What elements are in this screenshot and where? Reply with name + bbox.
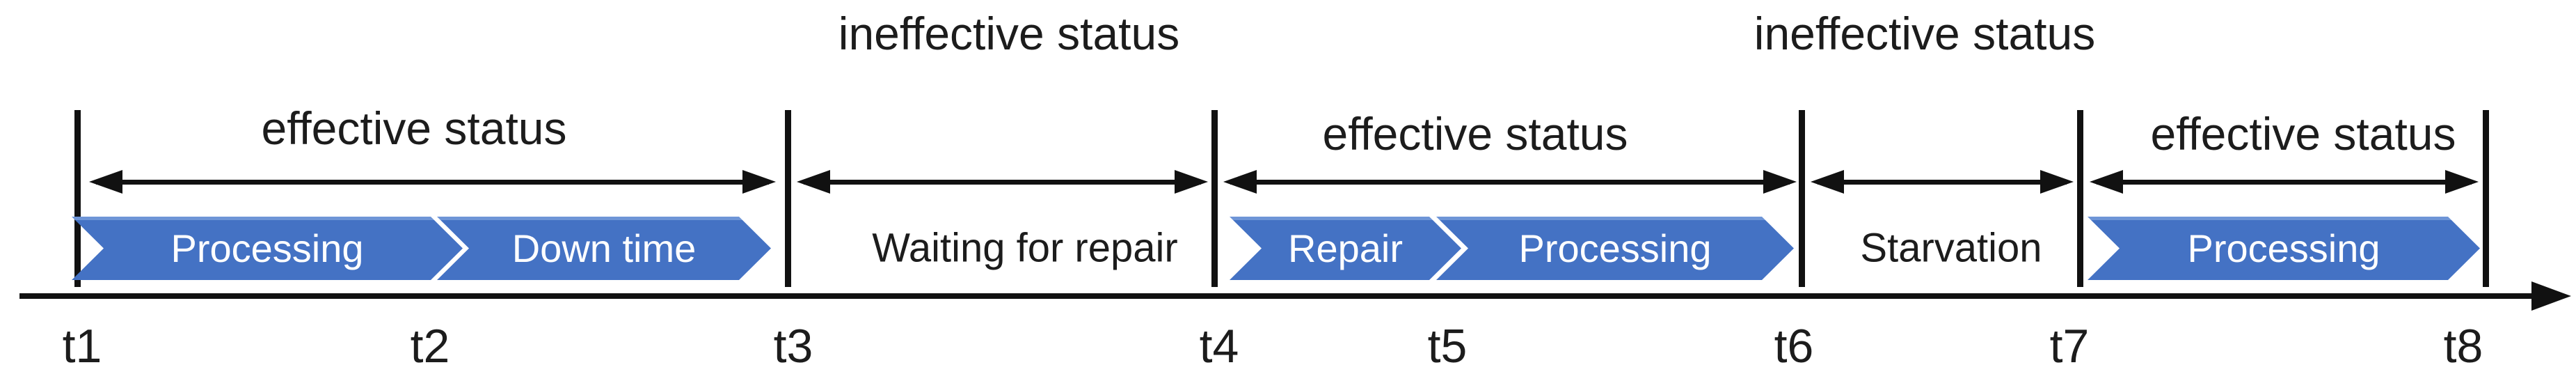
arrow-line xyxy=(96,180,769,185)
tick-t7 xyxy=(2077,110,2083,287)
time-axis-arrowhead-icon xyxy=(2531,281,2571,311)
arrowhead-right-icon xyxy=(742,170,776,194)
span-arrow-ineffective-2 xyxy=(1811,170,2074,194)
effective-status-label-3: effective status xyxy=(2150,108,2456,160)
ineffective-status-label-1: ineffective status xyxy=(838,8,1180,59)
effective-status-label-1: effective status xyxy=(261,102,567,154)
span-arrow-effective-3 xyxy=(2090,170,2479,194)
tick-label-t6: t6 xyxy=(1774,320,1814,373)
arrow-line xyxy=(1230,180,1790,185)
effective-status-label-2: effective status xyxy=(1322,108,1628,160)
arrow-line xyxy=(804,180,1201,185)
span-arrow-effective-2 xyxy=(1223,170,1797,194)
chevron-processing-2: Processing xyxy=(1436,217,1794,280)
chevron-processing-3: Processing xyxy=(2088,217,2480,280)
arrowhead-right-icon xyxy=(2445,170,2479,194)
chevron-repair: Repair xyxy=(1230,217,1461,280)
tick-t4 xyxy=(1211,110,1218,287)
tick-label-t1: t1 xyxy=(62,320,102,373)
span-arrow-ineffective-1 xyxy=(797,170,1208,194)
chevron-label: Down time xyxy=(511,226,697,270)
arrowhead-right-icon xyxy=(2040,170,2074,194)
span-arrow-effective-1 xyxy=(89,170,776,194)
arrow-line xyxy=(1818,180,2067,185)
chevron-label: Processing xyxy=(170,226,364,270)
tick-label-t2: t2 xyxy=(410,320,450,373)
chevron-processing-1: Processing xyxy=(72,217,463,280)
tick-t6 xyxy=(1799,110,1805,287)
chevron-label: Repair xyxy=(1288,226,1403,270)
gap-label-waiting-for-repair: Waiting for repair xyxy=(872,225,1178,271)
ineffective-status-label-2: ineffective status xyxy=(1754,8,2096,59)
tick-label-t4: t4 xyxy=(1199,320,1239,373)
gap-label-starvation: Starvation xyxy=(1860,225,2042,271)
tick-label-t7: t7 xyxy=(2049,320,2090,373)
arrowhead-right-icon xyxy=(1175,170,1208,194)
arrow-line xyxy=(2097,180,2472,185)
chevron-down-time: Down time xyxy=(437,217,771,280)
tick-label-t5: t5 xyxy=(1427,320,1468,373)
chevron-label: Processing xyxy=(1518,226,1712,270)
tick-t3 xyxy=(785,110,791,287)
tick-label-t3: t3 xyxy=(773,320,813,373)
chevron-label: Processing xyxy=(2187,226,2380,270)
tick-t8 xyxy=(2483,110,2489,287)
arrowhead-right-icon xyxy=(1763,170,1797,194)
tick-label-t8: t8 xyxy=(2443,320,2483,373)
time-axis-line xyxy=(19,293,2534,299)
tick-t1 xyxy=(74,110,81,287)
